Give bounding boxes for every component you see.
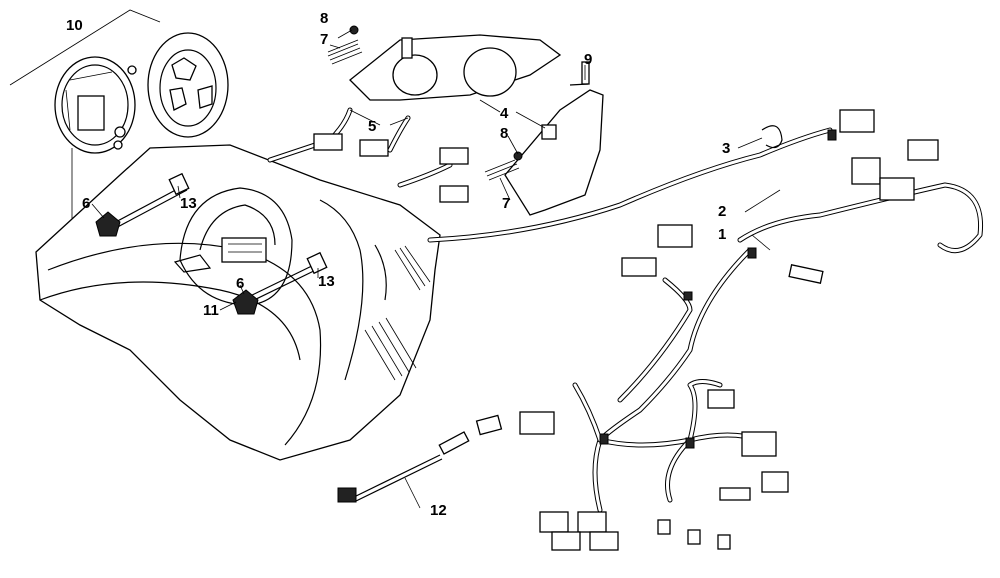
callout-6-lower: 6 bbox=[236, 275, 244, 292]
callout-8-upper: 8 bbox=[320, 10, 328, 27]
callout-7-lower: 7 bbox=[502, 195, 510, 212]
adjuster-screws bbox=[95, 172, 328, 315]
callout-9: 9 bbox=[584, 51, 592, 68]
callout-1: 1 bbox=[718, 226, 726, 243]
leader-lines bbox=[91, 29, 781, 509]
gauge-cluster bbox=[9, 9, 231, 251]
callout-2: 2 bbox=[718, 203, 726, 220]
headlight-housings bbox=[267, 25, 604, 216]
callout-5: 5 bbox=[368, 118, 376, 135]
callout-4: 4 bbox=[500, 105, 509, 122]
callout-8-lower: 8 bbox=[500, 125, 508, 142]
callout-6-upper: 6 bbox=[82, 195, 90, 212]
sensor-probe bbox=[337, 431, 470, 503]
callout-3: 3 bbox=[722, 140, 730, 157]
wire-harness bbox=[427, 109, 984, 551]
callout-11: 11 bbox=[203, 302, 219, 319]
callout-13-lower: 13 bbox=[318, 273, 335, 290]
callout-10: 10 bbox=[66, 17, 83, 34]
callout-13-upper: 13 bbox=[180, 195, 197, 212]
callout-7-upper: 7 bbox=[320, 31, 328, 48]
callout-labels: 1 2 3 4 5 6 6 7 7 8 8 9 10 11 12 13 13 bbox=[66, 10, 730, 519]
callout-12: 12 bbox=[430, 502, 447, 519]
